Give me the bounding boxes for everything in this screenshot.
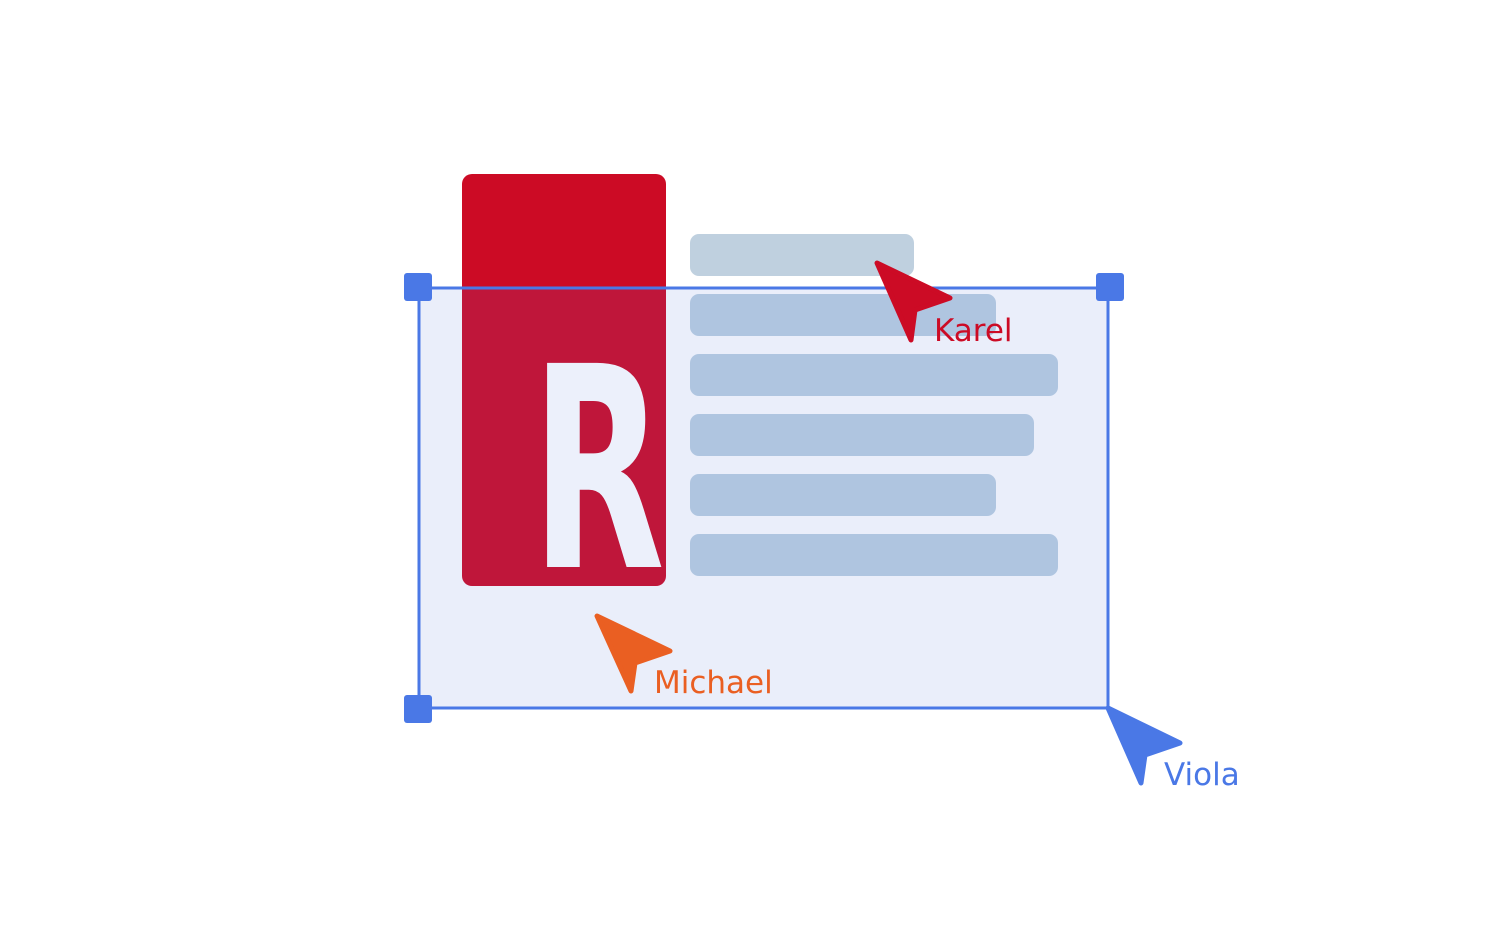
logo-tile-selected xyxy=(462,288,666,586)
selected-layers xyxy=(462,288,1058,586)
cursor-arrow-icon xyxy=(1105,705,1183,786)
text-line[interactable] xyxy=(690,234,914,276)
resize-handle-top-left[interactable] xyxy=(404,273,432,301)
cursor-arrow-icon xyxy=(874,260,953,343)
text-line-selected xyxy=(690,354,1058,396)
resize-handle-bottom-left[interactable] xyxy=(404,695,432,723)
text-line-selected xyxy=(690,534,1058,576)
cursor-label-karel: Karel xyxy=(934,313,1013,349)
resize-handle-top-right[interactable] xyxy=(1096,273,1124,301)
logo-letter: R xyxy=(531,307,665,633)
cursor-label-michael: Michael xyxy=(654,665,773,701)
cursor-label-viola: Viola xyxy=(1164,757,1240,793)
selection-border xyxy=(417,286,1110,710)
text-line-selected xyxy=(690,474,996,516)
cursor-arrow-icon xyxy=(594,613,673,694)
text-line-selected xyxy=(690,414,1034,456)
